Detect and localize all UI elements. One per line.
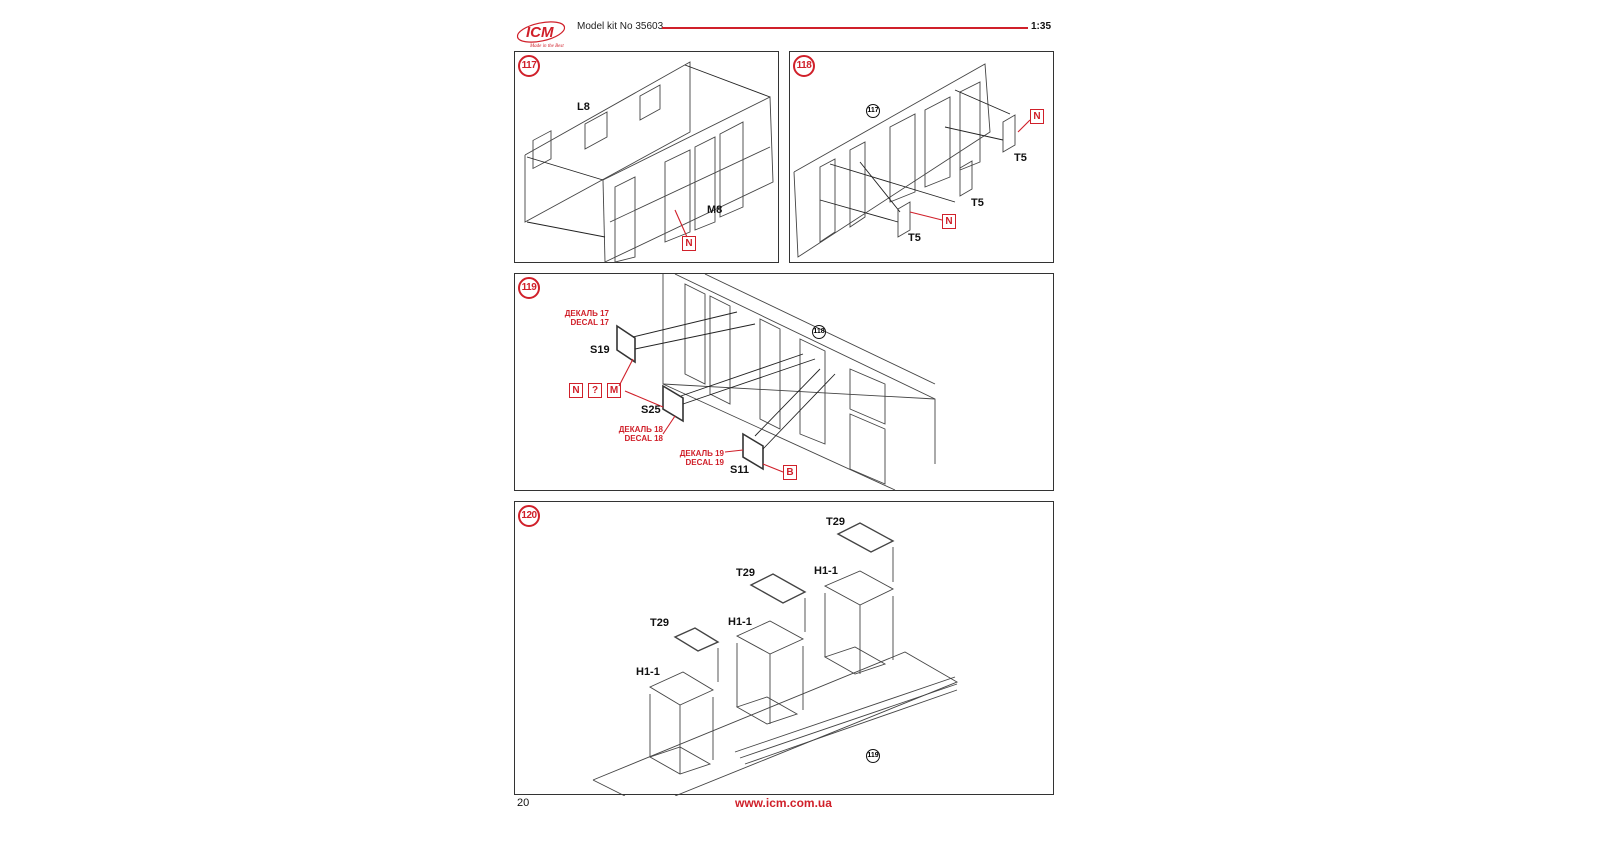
- step-number: 120: [518, 505, 540, 527]
- color-code-unknown: ?: [588, 383, 602, 398]
- step-number: 118: [793, 55, 815, 77]
- kit-title: Model kit No 35603: [577, 21, 664, 32]
- part-label-h1-1: H1-1: [636, 666, 660, 678]
- part-label-t29: T29: [650, 617, 669, 629]
- step-120-drawing: [592, 522, 959, 796]
- step-ref-117: 117: [866, 104, 880, 118]
- color-code-n: N: [1030, 109, 1044, 124]
- part-label-s19: S19: [590, 344, 610, 356]
- part-label-l8: L8: [577, 101, 590, 113]
- step-118-drawing: [793, 63, 1031, 258]
- step-ref-118: 118: [812, 325, 826, 339]
- step-120-panel: 120 119 T29 T29 T29 H1-1 H1-1 H1-1: [514, 501, 1054, 796]
- step-117-drawing: [524, 61, 774, 263]
- website-link[interactable]: www.icm.com.ua: [735, 796, 832, 810]
- part-label-h1-1: H1-1: [814, 565, 838, 577]
- color-code-n: N: [569, 383, 583, 398]
- color-code-m: M: [607, 383, 621, 398]
- svg-text:Made in the Best: Made in the Best: [529, 44, 564, 49]
- part-label-t5: T5: [908, 232, 921, 244]
- color-code-n: N: [682, 236, 696, 251]
- color-code-n: N: [942, 214, 956, 229]
- step-ref-119: 119: [866, 749, 880, 763]
- color-code-b: B: [783, 465, 797, 480]
- step-number: 117: [518, 55, 540, 77]
- header-rule: [662, 27, 1028, 29]
- part-label-t5: T5: [1014, 152, 1027, 164]
- kit-scale: 1:35: [1031, 21, 1052, 32]
- step-118-panel: 118 117 T5 T5 T5 N N: [789, 51, 1054, 263]
- svg-text:ICM: ICM: [526, 24, 554, 41]
- part-label-m8: M8: [707, 204, 723, 216]
- page-number: 20: [517, 797, 530, 809]
- step-117-panel: 117 L8 M8 N: [514, 51, 779, 263]
- part-label-s11: S11: [730, 464, 749, 476]
- step-number: 119: [518, 277, 540, 299]
- part-label-h1-1: H1-1: [728, 616, 752, 628]
- part-label-t5: T5: [971, 197, 984, 209]
- part-label-t29: T29: [736, 567, 755, 579]
- part-label-t29: T29: [826, 516, 845, 528]
- part-label-s25: S25: [641, 404, 661, 416]
- icm-logo: ICM Made in the Best: [516, 17, 570, 49]
